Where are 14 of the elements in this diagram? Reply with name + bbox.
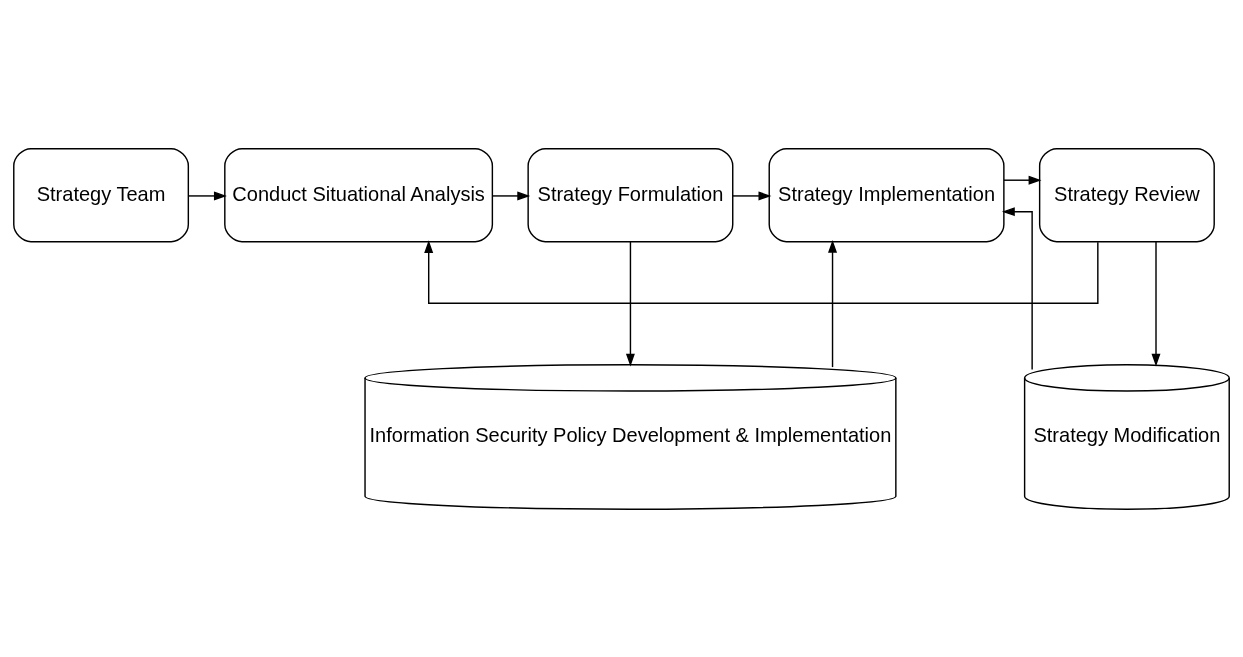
arrow <box>732 190 772 200</box>
arrow <box>1001 206 1033 370</box>
node-box: Strategy Implementation <box>768 147 1005 242</box>
node-box: Strategy Formulation <box>527 147 734 242</box>
arrow <box>625 240 635 367</box>
node-box: Conduct Situational Analysis <box>224 147 494 242</box>
arrow <box>491 190 531 200</box>
arrow <box>828 239 838 368</box>
arrow <box>424 239 1099 304</box>
node-box: Strategy Review <box>1038 147 1215 242</box>
arrow <box>187 190 227 200</box>
arrow <box>1003 175 1042 185</box>
arrow <box>1151 240 1161 367</box>
node-box: Strategy Team <box>13 147 190 242</box>
